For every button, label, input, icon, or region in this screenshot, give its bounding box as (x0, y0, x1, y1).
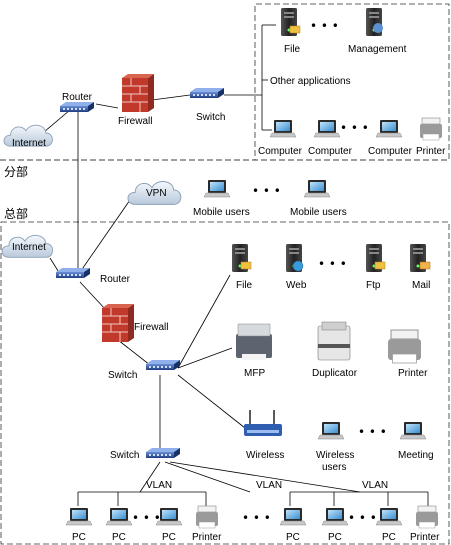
pc-label-3: PC (162, 532, 176, 543)
wireless-access-point-icon (244, 410, 282, 436)
wireless-users-label-2: users (322, 462, 346, 473)
pc-label-2: PC (112, 532, 126, 543)
branch-internet-label: Internet (12, 138, 46, 149)
hq-firewall-label: Firewall (134, 322, 168, 333)
branch-computer-icon-1 (269, 119, 297, 138)
duplicator-icon (317, 321, 351, 361)
hq-mail-label: Mail (412, 280, 430, 291)
branch-switch-icon (190, 88, 224, 98)
meeting-laptop-icon (399, 421, 427, 440)
hq-ftp-label: Ftp (366, 280, 381, 291)
hq-internet-label: Internet (12, 242, 46, 253)
branch-management-label: Management (348, 44, 407, 55)
bottom-printer-icon-2 (415, 505, 439, 529)
vlan-label-2: VLAN (256, 480, 282, 491)
hq-printer-icon (387, 329, 422, 364)
vpn-label: VPN (146, 188, 167, 199)
branch-firewall-label: Firewall (118, 116, 152, 127)
pc-label-6: PC (382, 532, 396, 543)
bottom-printer-label-2: Printer (410, 532, 440, 543)
pc-icon-2 (105, 507, 133, 526)
hq-core-switch-icon (146, 360, 180, 370)
pc-icon-5 (321, 507, 349, 526)
branch-computer-label-1: Computer (258, 146, 303, 157)
mobile-users-label-1: Mobile users (193, 207, 250, 218)
pc-label-1: PC (72, 532, 86, 543)
hq-server-ellipsis: • • • (318, 257, 347, 271)
mobile-user-laptop-icon-2 (303, 179, 331, 198)
branch-title: 分部 (4, 164, 28, 179)
branch-ellipsis-2: • • • (340, 121, 369, 135)
pc-ellipsis-2: • • • (348, 511, 377, 525)
pc-label-5: PC (328, 532, 342, 543)
vlan-label-1: VLAN (146, 480, 172, 491)
wireless-ellipsis: • • • (358, 425, 387, 439)
branch-printer-label: Printer (416, 146, 446, 157)
branch-switch-label: Switch (196, 112, 225, 123)
hq-access-switch-label: Switch (110, 450, 139, 461)
vlan-label-3: VLAN (362, 480, 388, 491)
bottom-printer-label-1: Printer (192, 532, 222, 543)
meeting-label: Meeting (398, 450, 434, 461)
branch-computer-icon-2 (313, 119, 341, 138)
remote-ellipsis: • • • (252, 184, 281, 198)
pc-icon-4 (279, 507, 307, 526)
mobile-user-laptop-icon-1 (203, 179, 231, 198)
pc-icon-1 (65, 507, 93, 526)
hq-firewall-icon (101, 303, 135, 343)
hq-title: 总部 (4, 206, 28, 221)
hq-core-switch-label: Switch (108, 370, 137, 381)
branch-file-label: File (284, 44, 301, 55)
branch-firewall-icon (121, 73, 155, 113)
wireless-users-label-1: Wireless (316, 450, 354, 461)
branch-router-label: Router (62, 92, 93, 103)
hq-file-label: File (236, 280, 253, 291)
duplicator-label: Duplicator (312, 368, 358, 379)
hq-web-label: Web (286, 280, 307, 291)
mfp-icon (236, 323, 272, 360)
wireless-user-laptop-icon (317, 421, 345, 440)
hq-access-switch-icon (146, 448, 180, 458)
pc-ellipsis-mid: • • • (242, 511, 271, 525)
branch-router-icon (60, 102, 94, 112)
branch-other-apps-label: Other applications (270, 76, 351, 87)
branch-computer-label-2: Computer (308, 146, 353, 157)
branch-printer-icon (419, 117, 443, 141)
pc-ellipsis-1: • • • (132, 511, 161, 525)
mobile-users-label-2: Mobile users (290, 207, 347, 218)
hq-router-label: Router (100, 274, 131, 285)
branch-computer-label-3: Computer (368, 146, 413, 157)
pc-icon-6 (375, 507, 403, 526)
mfp-label: MFP (244, 368, 265, 379)
wireless-label: Wireless (246, 450, 284, 461)
hq-printer-label: Printer (398, 368, 428, 379)
pc-label-4: PC (286, 532, 300, 543)
branch-ellipsis-1: • • • (310, 19, 339, 33)
bottom-printer-icon-1 (195, 505, 219, 529)
hq-boundary (0, 221, 450, 545)
branch-computer-icon-3 (375, 119, 403, 138)
hq-router-icon (56, 268, 90, 278)
